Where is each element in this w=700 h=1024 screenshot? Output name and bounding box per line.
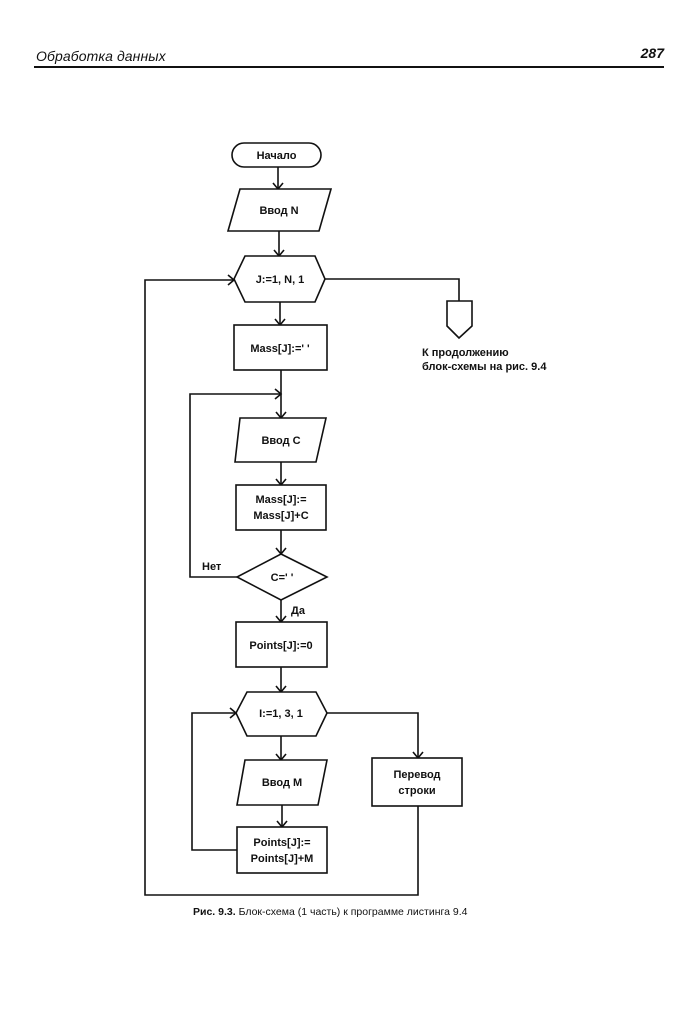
input-c-block: Ввод C (234, 417, 328, 463)
condition-decision: C=' ' (235, 553, 329, 601)
points-add-block: Points[J]:= Points[J]+M (236, 826, 328, 874)
loop-i-block: I:=1, 3, 1 (235, 691, 328, 737)
input-m-block: Ввод M (236, 759, 328, 806)
mass-append-block: Mass[J]:= Mass[J]+C (235, 484, 327, 531)
loop-j-block: J:=1, N, 1 (233, 255, 326, 303)
loop-back-outer-line (144, 279, 419, 896)
arrow-head (229, 707, 238, 719)
connector-note-line2: блок-схемы на рис. 9.4 (422, 361, 547, 373)
start-label: Начало (257, 150, 297, 162)
loop-back-no-line (189, 393, 281, 578)
input-c-label: Ввод C (261, 435, 300, 447)
figure-caption: Рис. 9.3. Блок-схема (1 часть) к програм… (193, 906, 467, 918)
loop-back-i-line (191, 712, 237, 851)
mass-append-line2: Mass[J]+C (253, 510, 308, 522)
start-terminal: Начало (231, 142, 322, 168)
newline-block: Перевод строки (371, 757, 463, 807)
points-init-label: Points[J]:=0 (249, 640, 312, 652)
condition-label: C=' ' (271, 572, 294, 584)
figure-caption-text: Блок-схема (1 часть) к программе листинг… (235, 906, 468, 918)
loop-j-exit-line (325, 278, 460, 301)
branch-yes-label: Да (291, 605, 306, 617)
loop-i-exit-line (327, 712, 419, 758)
mass-init-block: Mass[J]:=' ' (233, 324, 328, 371)
input-n-block: Ввод N (226, 188, 333, 232)
header-rule (34, 66, 664, 68)
page-number: 287 (640, 45, 664, 61)
mass-init-label: Mass[J]:=' ' (250, 343, 310, 355)
arrow-head (274, 388, 283, 400)
page-header-title: Обработка данных (36, 48, 166, 64)
input-n-label: Ввод N (259, 205, 298, 217)
points-add-line2: Points[J]+M (251, 853, 314, 865)
arrow-head (227, 274, 236, 286)
points-init-block: Points[J]:=0 (235, 621, 328, 668)
newline-line1: Перевод (393, 769, 440, 781)
mass-append-line1: Mass[J]:= (255, 494, 306, 506)
loop-i-label: I:=1, 3, 1 (259, 708, 303, 720)
branch-no-label: Нет (202, 561, 222, 573)
connector-note-line1: К продолжению (422, 347, 509, 359)
loop-j-label: J:=1, N, 1 (256, 274, 305, 286)
points-add-line1: Points[J]:= (253, 837, 310, 849)
input-m-label: Ввод M (262, 777, 302, 789)
newline-line2: строки (398, 785, 435, 797)
off-page-connector (446, 300, 473, 340)
figure-caption-label: Рис. 9.3. (193, 906, 236, 918)
